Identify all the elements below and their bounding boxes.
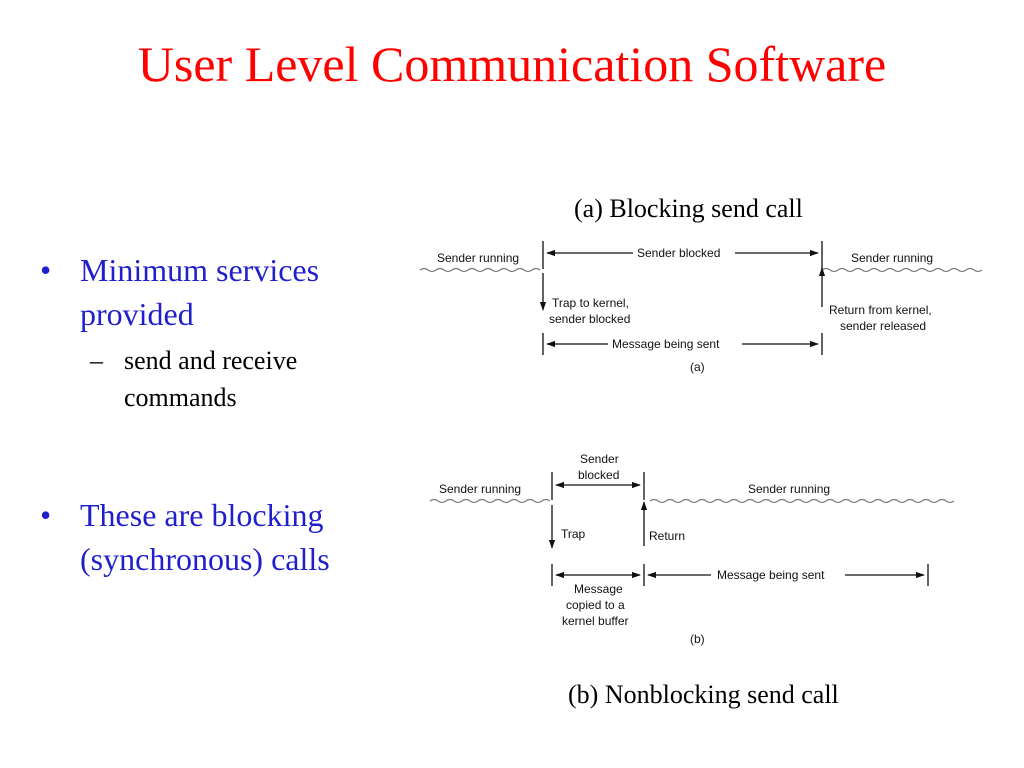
diagram-b: Sender running Sender running Sender blo… <box>429 452 955 646</box>
timeline-wave-b-right <box>649 498 955 504</box>
label-sender-blocked-b-2: blocked <box>578 468 619 482</box>
sub-bullet-item: – send and receive commands <box>90 342 400 416</box>
caption-nonblocking: (b) Nonblocking send call <box>568 680 839 709</box>
label-sender-running-a-left: Sender running <box>437 251 519 265</box>
label-message-b: Message being sent <box>717 568 825 582</box>
timeline-wave-b-left <box>429 498 551 504</box>
bullet-dot: • <box>40 252 52 288</box>
label-trap-a-1: Trap to kernel, <box>552 296 629 310</box>
label-trap-a-2: sender blocked <box>549 312 630 326</box>
bullet-text: Minimum services provided <box>80 252 320 332</box>
label-copy-b-1: Message <box>574 582 623 596</box>
label-trap-b: Trap <box>561 527 586 541</box>
bullet-item: • Minimum services provided – send and r… <box>40 248 400 416</box>
slide-title: User Level Communication Software <box>137 36 887 92</box>
label-sender-blocked-b-1: Sender <box>580 452 619 466</box>
timeline-wave-a-right <box>821 267 983 273</box>
label-return-a-2: sender released <box>840 319 926 333</box>
bullet-item: • These are blocking (synchronous) calls <box>40 493 400 581</box>
label-copy-b-3: kernel buffer <box>562 614 629 628</box>
label-sender-running-b-right: Sender running <box>748 482 830 496</box>
label-sender-blocked-a: Sender blocked <box>637 246 720 260</box>
timeline-wave-a-left <box>419 267 541 273</box>
sub-bullet-dash: – <box>90 346 103 375</box>
bullet-text: These are blocking (synchronous) calls <box>80 497 330 577</box>
label-sender-running-a-right: Sender running <box>851 251 933 265</box>
label-message-a: Message being sent <box>612 337 720 351</box>
label-sender-running-b-left: Sender running <box>439 482 521 496</box>
tag-a: (a) <box>690 360 705 374</box>
diagram-a: Sender running Sender running Sender blo… <box>419 241 983 374</box>
caption-blocking: (a) Blocking send call <box>574 194 803 223</box>
label-copy-b-2: copied to a <box>566 598 625 612</box>
tag-b: (b) <box>690 632 705 646</box>
sub-bullet-text: send and receive commands <box>124 346 298 412</box>
label-return-a-1: Return from kernel, <box>829 303 932 317</box>
bullet-dot: • <box>40 497 52 533</box>
label-return-b: Return <box>649 529 685 543</box>
